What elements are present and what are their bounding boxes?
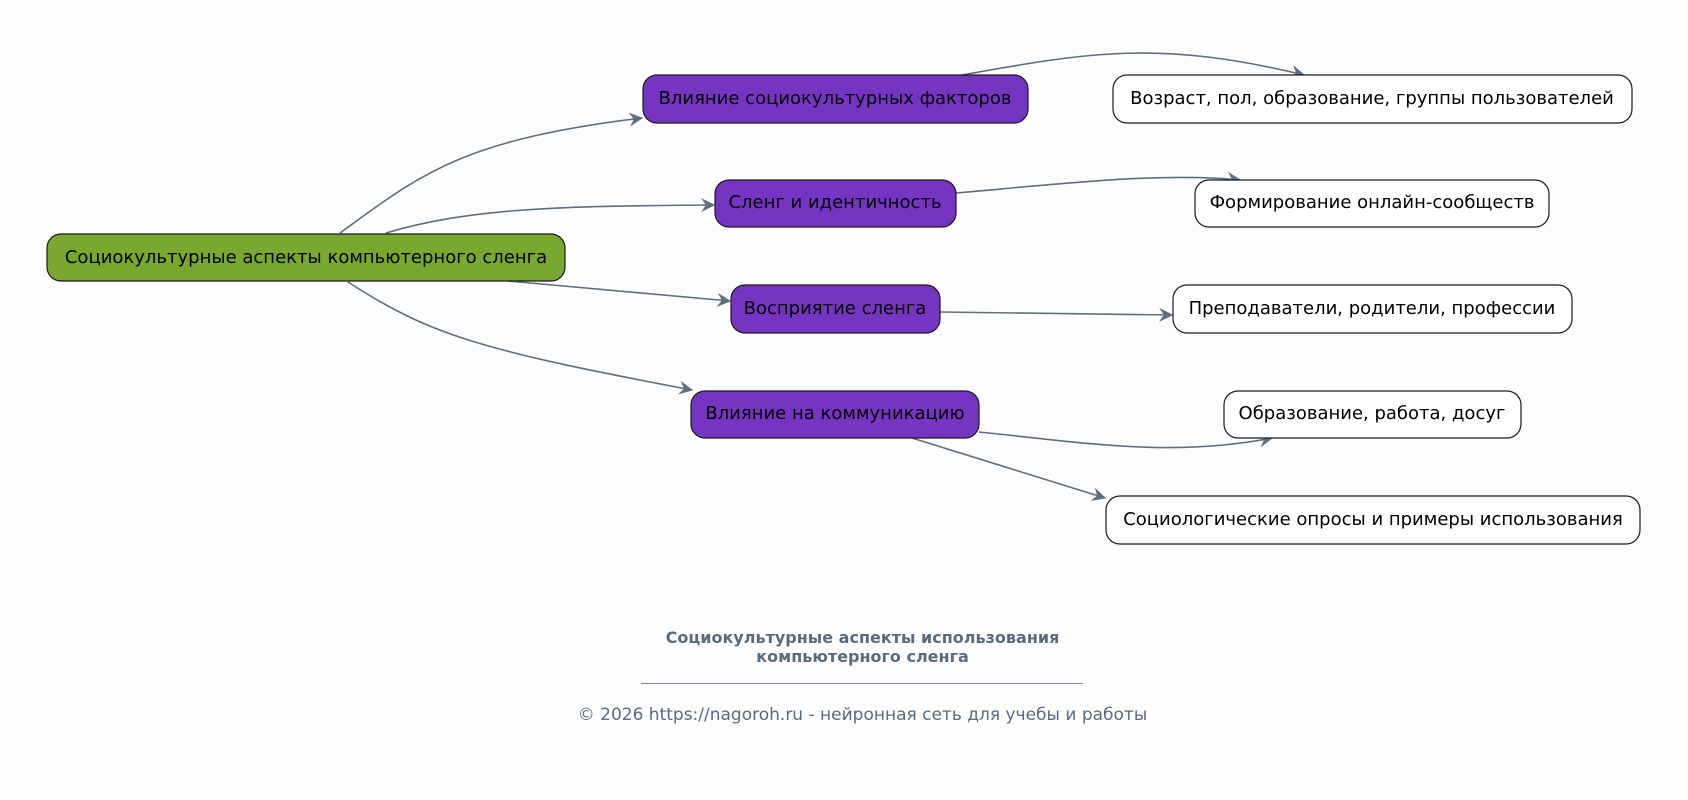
branch-node-sociocultural-factors[interactable]: Влияние социокультурных факторов [642, 74, 1029, 124]
branch-node-slang-identity[interactable]: Сленг и идентичность [714, 179, 957, 228]
edge-b3-l3 [939, 307, 1174, 322]
root-node-label: Социокультурные аспекты компьютерного сл… [65, 247, 547, 268]
edge-root-b1 [339, 112, 644, 234]
leaf-node-label: Образование, работа, досуг [1239, 403, 1506, 424]
leaf-node-surveys-examples[interactable]: Социологические опросы и примеры использ… [1105, 495, 1641, 545]
caption-title-line-1: Социокультурные аспекты использования [665, 628, 1060, 647]
branch-node-label: Влияние на коммуникацию [705, 403, 964, 424]
edge-root-b2 [385, 198, 716, 234]
diagram-caption-title: Социокультурные аспекты использования ко… [0, 628, 1688, 666]
branch-node-slang-perception[interactable]: Восприятие сленга [730, 284, 941, 334]
branch-node-label: Влияние социокультурных факторов [659, 88, 1012, 109]
copyright-footer: © 2026 https://nagoroh.ru - нейронная се… [577, 705, 1148, 725]
branch-node-label: Сленг и идентичность [728, 192, 941, 213]
leaf-node-label: Формирование онлайн-сообществ [1210, 192, 1535, 213]
leaf-node-education-work-leisure[interactable]: Образование, работа, досуг [1223, 390, 1522, 439]
branch-node-label: Восприятие сленга [744, 298, 927, 319]
leaf-node-demographics[interactable]: Возраст, пол, образование, группы пользо… [1112, 74, 1633, 124]
edge-root-b3 [507, 280, 732, 307]
caption-divider [641, 683, 1083, 684]
edge-b4-l4 [978, 431, 1274, 449]
edge-root-b4 [347, 281, 694, 395]
leaf-node-label: Социологические опросы и примеры использ… [1123, 509, 1623, 530]
branch-node-communication-impact[interactable]: Влияние на коммуникацию [690, 390, 980, 439]
root-node[interactable]: Социокультурные аспекты компьютерного сл… [46, 233, 566, 282]
leaf-node-online-communities[interactable]: Формирование онлайн-сообществ [1194, 179, 1550, 228]
edge-b2-l2 [955, 171, 1242, 194]
edges [339, 52, 1306, 501]
leaf-node-teachers-parents[interactable]: Преподаватели, родители, профессии [1172, 284, 1573, 334]
caption-title-line-2: компьютерного сленга [756, 647, 969, 666]
edge-b1-l1 [961, 52, 1306, 79]
edge-b4-l5 [911, 437, 1107, 501]
leaf-node-label: Возраст, пол, образование, группы пользо… [1130, 88, 1614, 109]
leaf-node-label: Преподаватели, родители, профессии [1189, 298, 1556, 319]
